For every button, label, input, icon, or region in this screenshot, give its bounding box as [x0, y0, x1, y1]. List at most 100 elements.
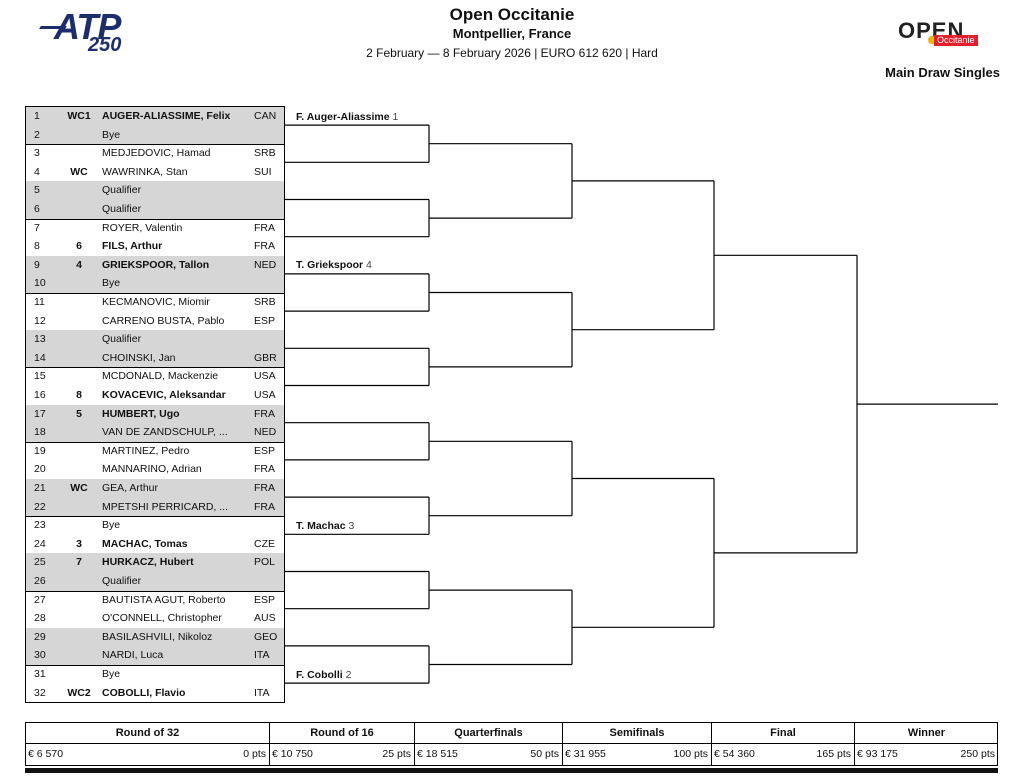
player-name: Qualifier [102, 184, 142, 197]
nationality: POL [254, 556, 276, 569]
advanced-player-name: T. Machac [296, 519, 346, 532]
draw-position: 11 [34, 296, 45, 308]
player-name: Qualifier [102, 203, 142, 215]
ranking-points: 50 pts [530, 748, 559, 760]
draw-position: 4 [34, 165, 40, 178]
player-name: COBOLLI, Flavio [102, 686, 186, 699]
section-title: Main Draw Singles [885, 65, 1000, 80]
draw-position: 23 [34, 519, 46, 532]
draw-position: 25 [34, 556, 46, 569]
nationality: USA [254, 370, 276, 383]
draw-position: 20 [34, 463, 46, 476]
nationality: FRA [254, 407, 275, 420]
prize-right-border [997, 723, 998, 765]
draw-position: 9 [34, 258, 40, 271]
player-name: BAUTISTA AGUT, Roberto [102, 593, 226, 606]
player-name: GEA, Arthur [102, 482, 159, 494]
seed-label: WC [70, 165, 88, 178]
tournament-location: Montpellier, France [452, 26, 572, 41]
nationality: GEO [254, 630, 278, 643]
seed-label: 3 [76, 537, 82, 550]
player-name: NARDI, Luca [102, 649, 164, 662]
advanced-player-seed: 4 [366, 259, 372, 272]
nationality: USA [254, 389, 276, 401]
player-name: FILS, Arthur [102, 240, 163, 253]
draw-position: 32 [34, 686, 46, 699]
nationality: NED [254, 426, 277, 439]
draw-row: 5 Qualifier [26, 181, 284, 200]
nationality: NED [254, 258, 277, 271]
nationality: FRA [254, 500, 275, 513]
draw-position: 31 [34, 668, 46, 680]
player-name: MACHAC, Tomas [102, 537, 188, 550]
draw-position: 21 [34, 482, 46, 494]
round-name: Quarterfinals [454, 727, 523, 739]
seed-label: WC [70, 482, 88, 494]
round-name: Winner [907, 727, 946, 739]
draw-position: 5 [34, 184, 40, 197]
open-occitanie-logo: OPEN Occitanie [898, 18, 990, 48]
draw-position: 22 [34, 500, 46, 513]
nationality: SRB [254, 296, 276, 308]
pair-divider [26, 441, 284, 443]
seed-label: 5 [76, 407, 82, 420]
nationality: ITA [254, 686, 270, 699]
nationality: ITA [254, 649, 270, 662]
round-name: Final [770, 727, 796, 739]
player-name: WAWRINKA, Stan [102, 165, 188, 178]
draw-position: 2 [34, 128, 40, 141]
advanced-player: F. Cobolli 2 [296, 669, 351, 681]
ball-icon [928, 36, 936, 44]
seed-label: 4 [76, 258, 82, 271]
prize-divider [415, 743, 562, 744]
player-name: MCDONALD, Mackenzie [102, 370, 219, 383]
player-name: Qualifier [102, 575, 142, 587]
prize-divider [563, 743, 711, 744]
prize-column: Quarterfinals € 18 515 50 pts [414, 723, 562, 765]
seed-label: 7 [76, 556, 82, 569]
advanced-player: F. Auger-Aliassime 1 [296, 111, 398, 123]
draw-position: 13 [34, 333, 46, 346]
round-name: Round of 16 [310, 727, 374, 739]
round-name: Semifinals [609, 727, 665, 739]
prize-money: € 18 515 [417, 748, 458, 760]
prize-money: € 10 750 [272, 748, 313, 760]
seed-label: WC1 [67, 110, 91, 122]
bottom-rule [25, 768, 998, 773]
nationality: GBR [254, 351, 277, 364]
player-name: Qualifier [102, 333, 142, 346]
atp-logo-text: ATP [54, 6, 121, 47]
prize-divider [712, 743, 854, 744]
atp-tier-text: 250 [88, 34, 122, 56]
ranking-points: 165 pts [816, 748, 851, 760]
player-name: HUMBERT, Ugo [102, 407, 180, 420]
nationality: AUS [254, 612, 276, 625]
tournament-title: Open Occitanie [449, 5, 575, 24]
player-name: BASILASHVILI, Nikoloz [102, 630, 213, 643]
advanced-player-name: T. Griekspoor [296, 259, 364, 272]
draw-position: 10 [34, 277, 46, 290]
draw-position: 24 [34, 537, 46, 550]
player-name: MEDJEDOVIC, Hamad [102, 147, 211, 160]
draw-position: 12 [34, 314, 46, 327]
draw-position: 28 [34, 612, 46, 625]
